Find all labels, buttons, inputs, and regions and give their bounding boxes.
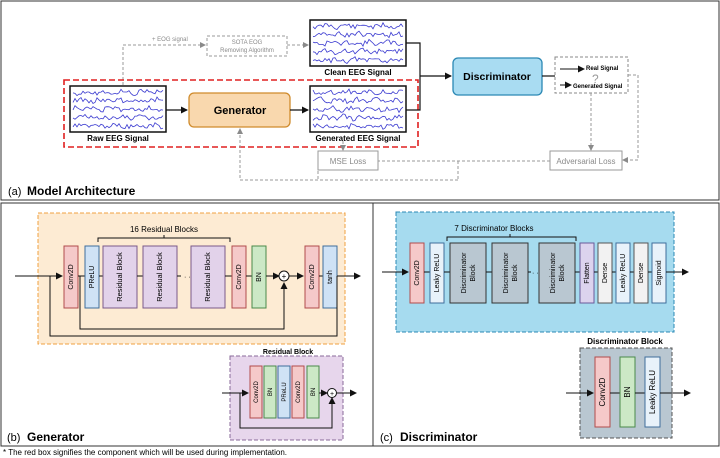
disc-blocks-label: 7 Discriminator Blocks bbox=[454, 224, 533, 233]
gen-residual-3: Residual Block bbox=[203, 252, 212, 302]
gen-residual-1: Residual Block bbox=[115, 252, 124, 302]
panel-c: 7 Discriminator Blocks Conv2D Leaky ReLU… bbox=[372, 202, 720, 447]
sota-line2: Removing Algorithm bbox=[220, 48, 274, 54]
eeg-trace bbox=[312, 38, 404, 47]
adversarial-loss-label: Adversarial Loss bbox=[556, 157, 615, 166]
eeg-trace bbox=[72, 88, 164, 97]
disc-conv2d: Conv2D bbox=[414, 260, 421, 285]
clean-eeg-waves bbox=[312, 21, 404, 65]
generated-eeg-label: Generated EEG Signal bbox=[316, 134, 401, 143]
panel-c-caption-letter: (c) bbox=[380, 432, 393, 444]
eeg-trace bbox=[312, 47, 404, 56]
disc-inner-bn: BN bbox=[623, 386, 632, 397]
gen-conv2d-2: Conv2D bbox=[236, 264, 243, 289]
panel-b-caption-title: Generator bbox=[27, 430, 85, 444]
res-conv2d-1: Conv2D bbox=[254, 381, 260, 403]
generator-label: Generator bbox=[214, 105, 267, 117]
eeg-trace bbox=[72, 104, 164, 113]
eeg-trace bbox=[312, 105, 404, 114]
disc-leaky-relu-1: Leaky ReLU bbox=[434, 254, 441, 293]
sota-line1: SOTA EOG bbox=[232, 40, 263, 46]
raw-eeg-waves bbox=[72, 88, 164, 130]
sota-box bbox=[206, 35, 288, 57]
res-conv2d-2: Conv2D bbox=[296, 381, 302, 403]
gen-conv2d-3: Conv2D bbox=[309, 264, 316, 289]
eeg-trace bbox=[312, 88, 404, 96]
mse-loss-box bbox=[317, 150, 379, 171]
eeg-trace bbox=[312, 30, 404, 39]
eeg-trace bbox=[72, 122, 164, 130]
footnote: * The red box signifies the component wh… bbox=[3, 448, 287, 457]
implementation-red-box bbox=[63, 79, 419, 148]
disc-dense-2: Dense bbox=[638, 263, 645, 283]
eeg-trace bbox=[72, 113, 164, 121]
res-add-plus: + bbox=[330, 391, 334, 398]
real-signal-label: Real Signal bbox=[586, 66, 619, 72]
panel-a-caption-title: Model Architecture bbox=[27, 184, 136, 198]
raw-eeg-label: Raw EEG Signal bbox=[87, 134, 149, 143]
panel-a-caption-letter: (a) bbox=[8, 186, 21, 198]
eeg-trace bbox=[312, 113, 404, 122]
res-bn-1: BN bbox=[268, 388, 274, 396]
gen-add-plus: + bbox=[282, 272, 287, 281]
residual-blocks-label: 16 Residual Blocks bbox=[130, 225, 198, 234]
generated-eeg-waves bbox=[312, 88, 404, 130]
panel-a: + EOG signal SOTA EOG Removing Algorithm… bbox=[0, 0, 720, 201]
disc-sigmoid: Sigmoid bbox=[656, 260, 663, 285]
panel-b: 16 Residual Blocks Conv2D PReLU Residual… bbox=[0, 202, 374, 447]
disc-inner-leaky-relu: Leaky ReLU bbox=[648, 370, 657, 414]
gen-conv2d-1: Conv2D bbox=[68, 264, 75, 289]
discriminator-label: Discriminator bbox=[463, 71, 531, 83]
eeg-trace bbox=[312, 122, 404, 130]
panel-b-caption-letter: (b) bbox=[7, 432, 20, 444]
eeg-trace bbox=[312, 56, 404, 65]
gen-tanh: tanh bbox=[327, 270, 334, 284]
res-prelu: PReLU bbox=[282, 382, 288, 401]
question-mark: ? bbox=[592, 72, 599, 86]
eeg-trace bbox=[312, 21, 404, 30]
gen-prelu: PReLU bbox=[89, 266, 96, 289]
disc-block-title: Discriminator Block bbox=[587, 337, 663, 346]
eeg-trace bbox=[72, 96, 164, 105]
eeg-trace bbox=[312, 96, 404, 105]
gen-bn: BN bbox=[256, 272, 263, 282]
panel-c-caption-title: Discriminator bbox=[400, 430, 478, 444]
generated-signal-label: Generated Signal bbox=[573, 84, 623, 90]
disc-dense-1: Dense bbox=[602, 263, 609, 283]
disc-leaky-relu-2: Leaky ReLU bbox=[620, 254, 627, 293]
residual-block-title: Residual Block bbox=[263, 349, 313, 356]
disc-flatten: Flatten bbox=[584, 262, 591, 284]
clean-eeg-label: Clean EEG Signal bbox=[324, 68, 391, 77]
eog-signal-label: + EOG signal bbox=[152, 37, 188, 43]
gen-residual-2: Residual Block bbox=[155, 252, 164, 302]
mse-loss-label: MSE Loss bbox=[330, 157, 366, 166]
disc-inner-conv2d: Conv2D bbox=[598, 377, 607, 406]
res-bn-2: BN bbox=[311, 388, 317, 396]
